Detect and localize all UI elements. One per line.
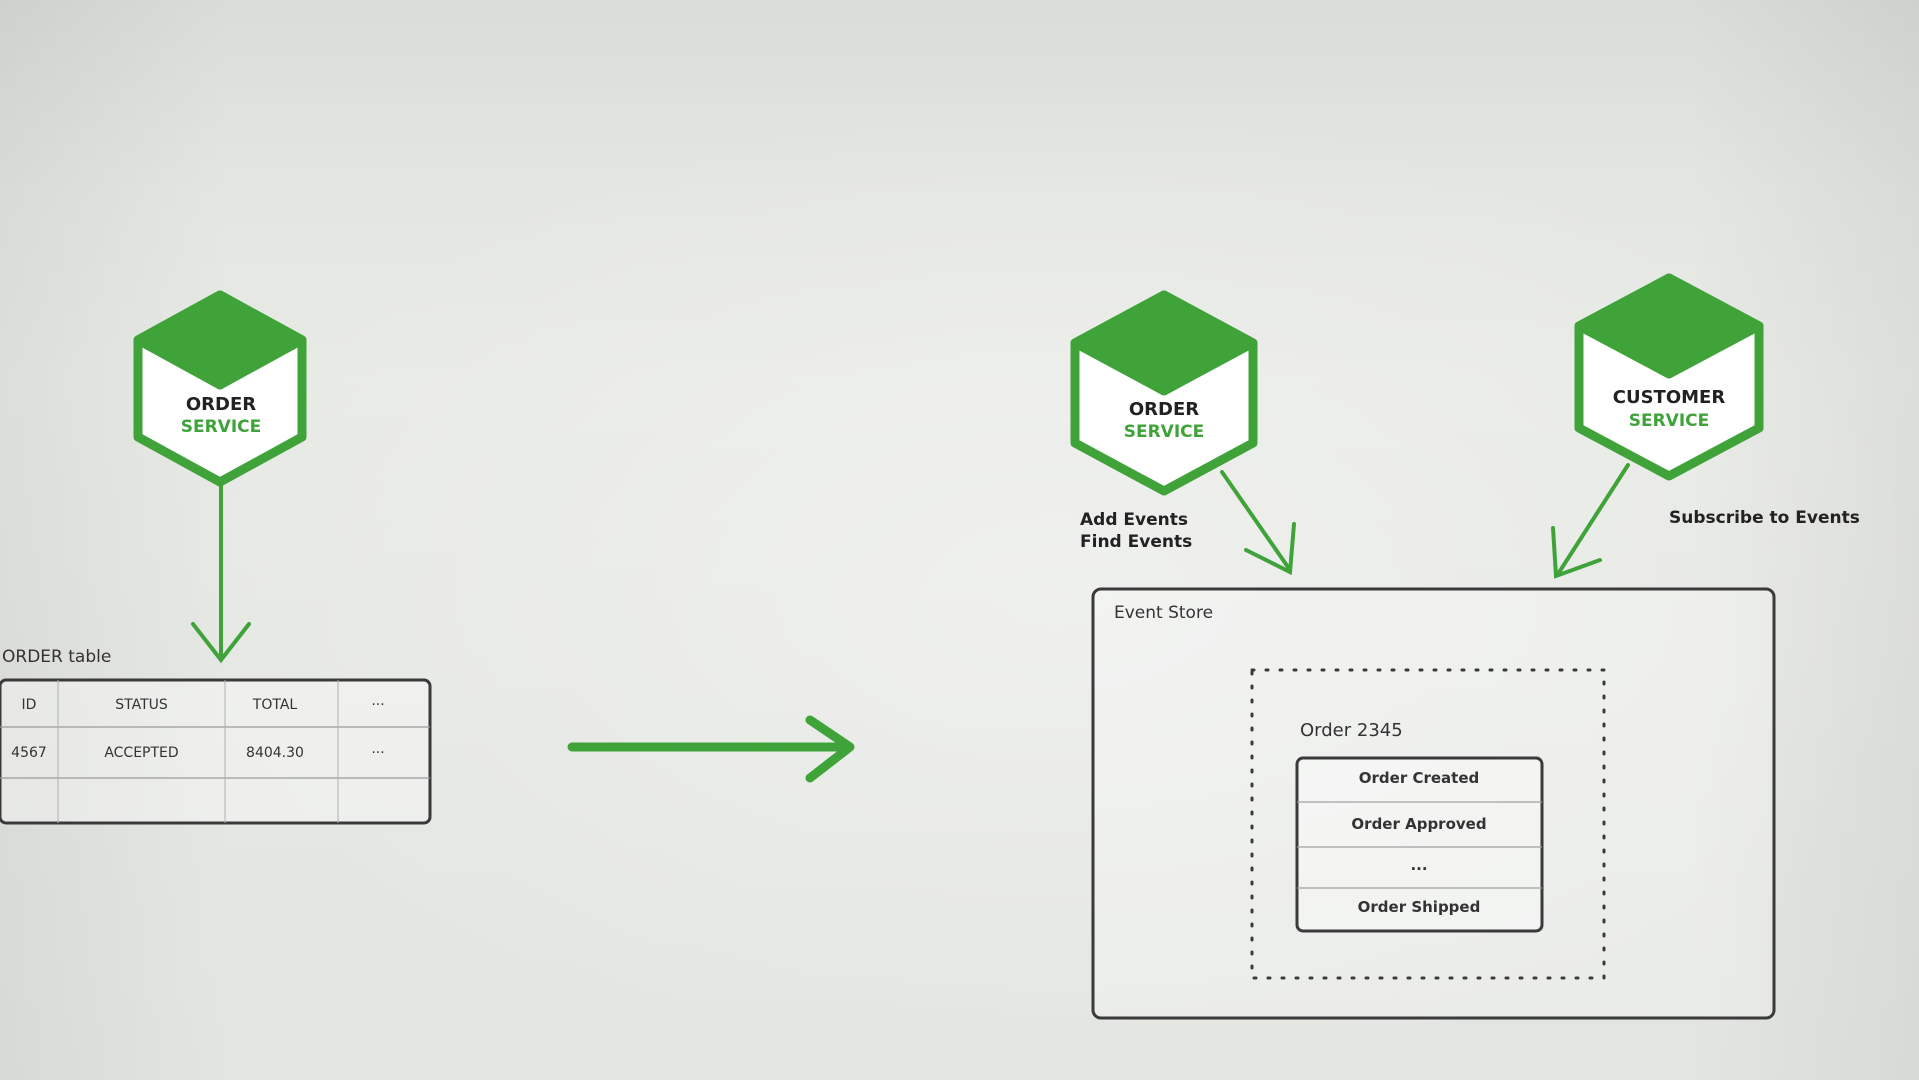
transform-arrow <box>567 715 855 783</box>
event-order-created: Order Created <box>1358 769 1480 787</box>
right-service-subtitle: SERVICE <box>1123 422 1205 442</box>
table-cell-total: 8404.30 <box>246 745 304 761</box>
right-order-service-hexagon <box>1070 290 1258 496</box>
customer-service-subtitle: SERVICE <box>1628 411 1710 431</box>
event-store-box <box>1091 587 1776 1020</box>
subscribe-arrow <box>1551 463 1630 579</box>
customer-service-title: CUSTOMER <box>1612 387 1726 408</box>
right-service-title: ORDER <box>1128 399 1200 420</box>
add-events-label: Add Events <box>1080 510 1188 530</box>
order-table-box <box>0 678 432 825</box>
table-cell-id: 4567 <box>11 745 47 761</box>
table-header-total: TOTAL <box>252 697 298 713</box>
table-header-more: ... <box>371 693 385 709</box>
table-header-status: STATUS <box>115 697 168 713</box>
left-service-title: ORDER <box>185 394 257 415</box>
table-cell-more: ... <box>371 741 385 757</box>
subscribe-events-label: Subscribe to Events <box>1669 508 1860 528</box>
event-order-approved: Order Approved <box>1351 815 1487 833</box>
customer-service-hexagon <box>1574 273 1764 481</box>
order-table-caption: ORDER table <box>2 647 112 667</box>
find-events-label: Find Events <box>1080 532 1193 552</box>
event-order-shipped: Order Shipped <box>1357 898 1481 916</box>
table-cell-status: ACCEPTED <box>104 745 179 761</box>
left-order-service-hexagon <box>133 290 307 487</box>
left-down-arrow <box>191 484 251 664</box>
event-store-title: Event Store <box>1114 603 1214 623</box>
event-ellipsis: ... <box>1410 856 1428 874</box>
left-service-subtitle: SERVICE <box>180 417 262 437</box>
aggregate-label: Order 2345 <box>1300 720 1403 741</box>
add-events-arrow <box>1220 470 1296 576</box>
table-header-id: ID <box>21 697 37 713</box>
